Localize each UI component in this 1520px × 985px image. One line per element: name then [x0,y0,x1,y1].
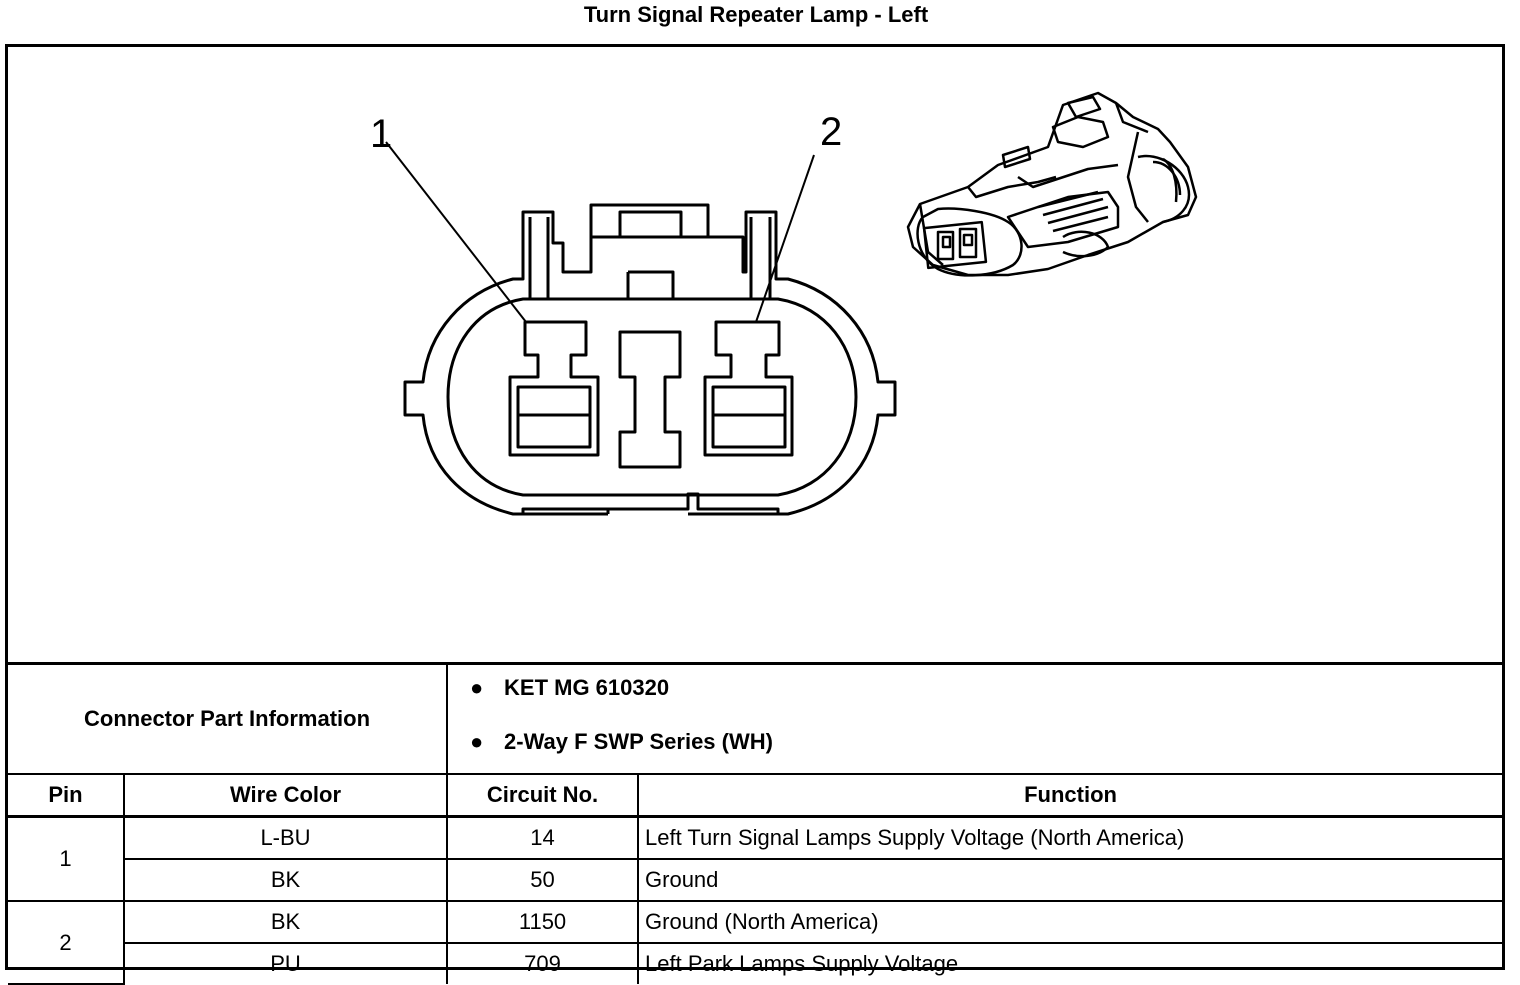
connector-frame: 1 2 [5,44,1505,985]
circuit-cell: 1150 [446,900,640,944]
header-pin: Pin [8,773,125,818]
function-cell: Ground (North America) [637,900,1503,944]
table-header-row: Pin Wire Color Circuit No. Function [8,773,1503,818]
connector-part-info-label: Connector Part Information [8,662,449,775]
table-row: 2 BK 1150 Ground (North America) [8,900,1503,985]
header-wire-color: Wire Color [122,773,449,818]
pin-2-callout: 2 [820,110,842,154]
table-row: 1 L-BU 14 Left Turn Signal Lamps Supply … [8,815,1503,902]
connector-part-info-list: ● KET MG 610320 ● 2-Way F SWP Series (WH… [446,662,1503,775]
wire-color-cell: PU [124,942,449,984]
function-cell: Left Park Lamps Supply Voltage [637,942,1503,984]
pin-1-callout: 1 [370,112,392,156]
function-cell: Ground [637,858,1503,902]
bullet-icon: ● [470,675,484,700]
circuit-cell: 50 [446,858,640,902]
pin-cell: 1 [8,815,125,902]
function-cell: Left Turn Signal Lamps Supply Voltage (N… [637,815,1503,860]
pin-cell: 2 [8,900,125,985]
circuit-cell: 709 [446,942,640,984]
diagram-area: 1 2 [8,47,1502,662]
connector-diagram: 1 2 [370,91,1198,516]
connector-part-info-item: ● 2-Way F SWP Series (WH) [470,719,1502,773]
header-function: Function [637,773,1503,818]
connector-pinout-table: Connector Part Information ● KET MG 6103… [8,662,1503,985]
connector-part-info-item: ● KET MG 610320 [470,665,1502,719]
table-row: PU 709 Left Park Lamps Supply Voltage [8,942,1503,984]
wire-color-cell: L-BU [122,815,449,860]
connector-part-info-row: Connector Part Information ● KET MG 6103… [8,662,1503,775]
wire-color-cell: BK [124,858,449,902]
page-title: Turn Signal Repeater Lamp - Left [583,2,929,27]
wire-color-cell: BK [122,900,449,944]
connector-face [403,203,897,516]
bullet-icon: ● [470,729,484,754]
pin-2-leader-line [755,154,815,323]
connector-isometric-illustration [906,91,1198,277]
header-circuit: Circuit No. [446,773,640,818]
table-row: BK 50 Ground [8,858,1503,902]
pin-1-leader-line [385,141,527,323]
circuit-cell: 14 [446,815,640,860]
